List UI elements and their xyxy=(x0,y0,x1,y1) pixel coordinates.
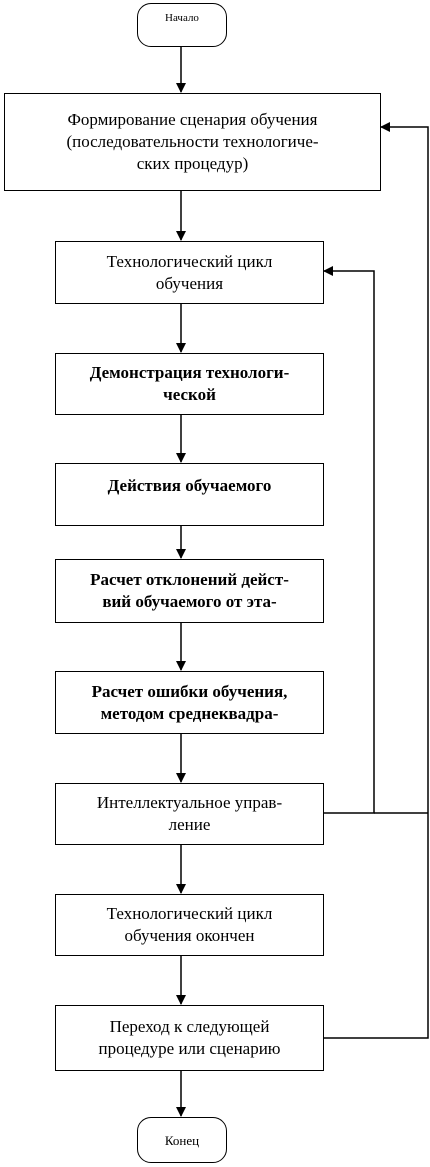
step-actions: Действия обучаемого xyxy=(55,463,324,526)
step-next-label: Переход к следующей процедуре или сценар… xyxy=(98,1017,281,1058)
step-deviation-label: Расчет отклонений дейст- вий обучаемого … xyxy=(90,570,289,611)
step-tech-cycle: Технологический цикл обучения xyxy=(55,241,324,304)
end-label: Конец xyxy=(164,1132,200,1148)
step-deviation: Расчет отклонений дейст- вий обучаемого … xyxy=(55,559,324,623)
step-scenario-label: Формирование сценария обучения (последов… xyxy=(66,110,319,173)
step-tech-cycle-label: Технологический цикл обучения xyxy=(106,251,273,293)
step-demo-label: Демонстрация технологи- ческой xyxy=(89,363,290,404)
loop-next-to-scenario xyxy=(322,122,429,1039)
step-error-label: Расчет ошибки обучения, методом среднекв… xyxy=(91,681,288,723)
step-error: Расчет ошибки обучения, методом среднекв… xyxy=(55,671,324,734)
step-control-label: Интеллектуальное управ- ление xyxy=(96,793,283,834)
end-terminal: Конец xyxy=(137,1117,227,1163)
start-label: Начало xyxy=(165,12,199,24)
step-cycle-done-label: Технологический цикл обучения окончен xyxy=(106,904,273,945)
step-next: Переход к следующей процедуре или сценар… xyxy=(55,1005,324,1071)
step-cycle-done: Технологический цикл обучения окончен xyxy=(55,894,324,956)
step-demo: Демонстрация технологи- ческой xyxy=(55,353,324,415)
loop-control-to-tech-cycle xyxy=(322,266,375,814)
step-actions-label: Действия обучаемого xyxy=(107,475,272,495)
step-scenario: Формирование сценария обучения (последов… xyxy=(4,93,381,191)
start-terminal: Начало xyxy=(137,3,227,47)
step-control: Интеллектуальное управ- ление xyxy=(55,783,324,845)
